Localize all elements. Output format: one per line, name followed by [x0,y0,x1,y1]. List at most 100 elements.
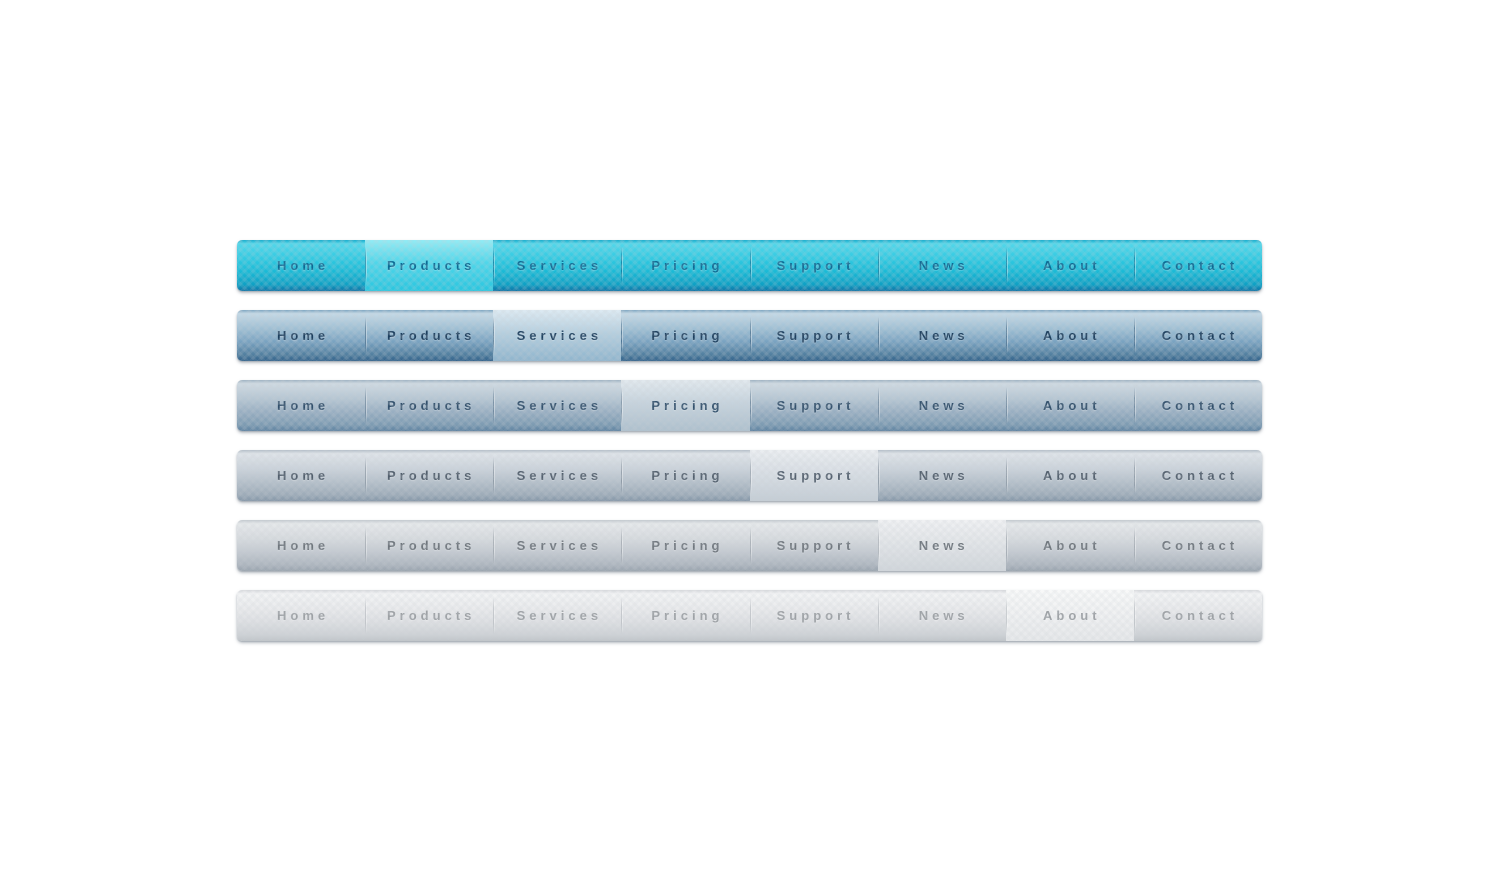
nav-item-home[interactable]: Home [237,520,365,571]
nav-item-label: Pricing [651,608,724,623]
nav-item-label: Pricing [651,398,724,413]
nav-item-label: Services [516,468,603,483]
nav-item-label: Services [516,608,603,623]
nav-item-support[interactable]: Support [749,380,878,431]
nav-item-label: Products [387,258,476,273]
nav-item-news[interactable]: News [877,590,1006,641]
nav-item-news[interactable]: News [877,310,1006,361]
nav-item-about[interactable]: About [1005,520,1134,571]
nav-item-contact[interactable]: Contact [1133,520,1262,571]
nav-item-label: Services [516,328,603,343]
nav-item-home[interactable]: Home [237,450,365,501]
nav-item-services[interactable]: Services [493,380,621,431]
nav-item-label: News [918,538,969,553]
nav-item-products[interactable]: Products [365,380,493,431]
nav-item-pricing-active[interactable]: Pricing [621,380,750,431]
nav-item-label: Pricing [651,328,724,343]
nav-item-pricing[interactable]: Pricing [621,310,749,361]
nav-item-label: Products [387,608,476,623]
nav-item-pricing[interactable]: Pricing [621,240,749,291]
nav-item-home[interactable]: Home [237,380,365,431]
nav-item-products[interactable]: Products [365,310,493,361]
navbar-light-gray: Home Products Services Pricing Support News Ab… [237,520,1262,571]
nav-item-support[interactable]: Support [749,520,878,571]
nav-item-label: Contact [1161,608,1239,623]
nav-item-home[interactable]: Home [237,240,365,291]
nav-item-label: News [918,398,969,413]
nav-item-home[interactable]: Home [237,590,365,641]
nav-item-label: Home [277,258,330,273]
nav-item-label: Contact [1161,258,1239,273]
navbar-blue-gray: Home Products Services Pricing Support News Ab… [237,450,1262,501]
nav-item-pricing[interactable]: Pricing [621,450,749,501]
nav-item-about[interactable]: About [1005,450,1134,501]
navbar-cyan: Home Products Services Pricing Support News Ab… [237,240,1262,291]
nav-item-news-active[interactable]: News [877,520,1006,571]
nav-item-pricing[interactable]: Pricing [621,590,749,641]
nav-item-label: Home [277,328,330,343]
nav-item-label: Products [387,468,476,483]
nav-item-pricing[interactable]: Pricing [621,520,749,571]
nav-item-home[interactable]: Home [237,310,365,361]
nav-item-contact[interactable]: Contact [1133,590,1262,641]
nav-item-products[interactable]: Products [365,590,493,641]
nav-item-services[interactable]: Services [493,590,621,641]
nav-item-products[interactable]: Products [365,520,493,571]
nav-item-label: Services [516,398,603,413]
nav-item-products[interactable]: Products [365,450,493,501]
nav-item-label: Contact [1161,538,1239,553]
nav-item-services[interactable]: Services [493,240,621,291]
nav-item-about[interactable]: About [1005,310,1134,361]
nav-item-label: About [1043,328,1101,343]
nav-item-label: Services [516,258,603,273]
nav-item-label: About [1043,608,1101,623]
nav-item-services[interactable]: Services [493,520,621,571]
nav-item-label: About [1043,538,1101,553]
nav-item-label: About [1043,398,1101,413]
nav-item-label: About [1043,258,1101,273]
nav-item-label: Products [387,328,476,343]
nav-item-label: Home [277,468,330,483]
nav-item-contact[interactable]: Contact [1133,380,1262,431]
nav-item-label: Contact [1161,398,1239,413]
nav-item-about[interactable]: About [1005,240,1134,291]
nav-item-label: Pricing [651,468,724,483]
nav-item-label: News [918,468,969,483]
nav-item-label: Support [776,258,855,273]
navbar-pale-gray: Home Products Services Pricing Support News Ab… [237,590,1262,641]
nav-item-label: Services [516,538,603,553]
nav-item-label: Home [277,538,330,553]
navbar-slate-blue: Home Products Services Pricing Support News Ab… [237,380,1262,431]
nav-item-contact[interactable]: Contact [1133,450,1262,501]
nav-item-about[interactable]: About [1005,380,1134,431]
nav-item-label: Home [277,398,330,413]
nav-item-label: Support [776,608,855,623]
nav-item-about-active[interactable]: About [1005,590,1134,641]
nav-item-contact[interactable]: Contact [1133,240,1262,291]
nav-item-support-active[interactable]: Support [749,450,878,501]
nav-item-label: Support [776,328,855,343]
nav-item-label: Support [776,398,855,413]
nav-item-label: Contact [1161,468,1239,483]
nav-item-contact[interactable]: Contact [1133,310,1262,361]
nav-item-label: Pricing [651,258,724,273]
nav-item-support[interactable]: Support [749,240,878,291]
nav-item-news[interactable]: News [877,240,1006,291]
nav-item-label: Home [277,608,330,623]
nav-item-label: News [918,608,969,623]
nav-item-news[interactable]: News [877,380,1006,431]
navbar-steel-blue: Home Products Services Pricing Support News Ab… [237,310,1262,361]
nav-item-products-active[interactable]: Products [365,240,494,291]
nav-item-services[interactable]: Services [493,450,621,501]
nav-item-support[interactable]: Support [749,590,878,641]
nav-item-news[interactable]: News [877,450,1006,501]
nav-item-label: Pricing [651,538,724,553]
nav-item-label: Support [776,538,855,553]
nav-item-label: Products [387,398,476,413]
nav-item-label: News [918,328,969,343]
nav-item-support[interactable]: Support [749,310,878,361]
nav-item-label: Products [387,538,476,553]
nav-item-label: About [1043,468,1101,483]
nav-item-services-active[interactable]: Services [493,310,622,361]
